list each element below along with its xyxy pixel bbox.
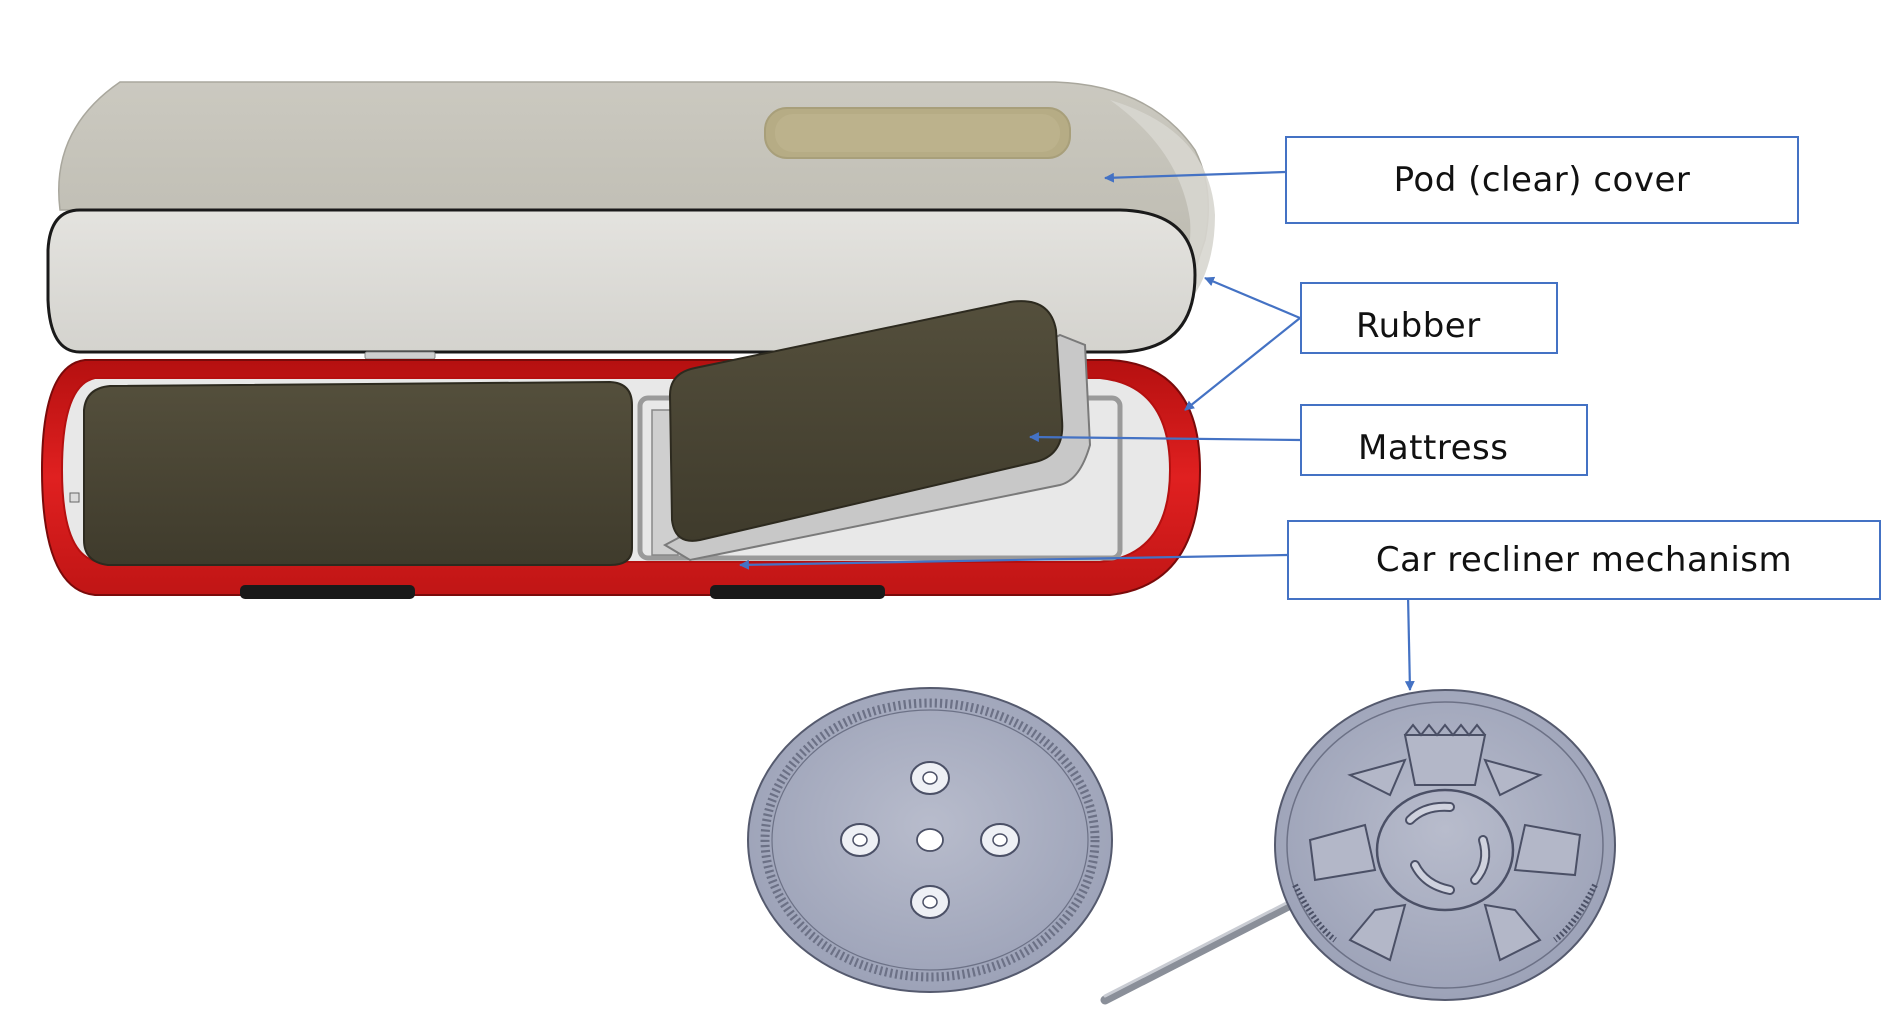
- callout-recliner: Car recliner mechanism: [1287, 520, 1881, 600]
- label-recliner: Car recliner mechanism: [1376, 540, 1792, 580]
- callout-rubber: Rubber: [1300, 282, 1558, 354]
- arrow-recliner-detail: [1408, 595, 1410, 690]
- callout-pod-cover: Pod (clear) cover: [1285, 136, 1799, 224]
- label-pod-cover: Pod (clear) cover: [1394, 160, 1691, 200]
- callout-mattress: Mattress: [1300, 404, 1588, 476]
- arrow-rubber-base: [1185, 318, 1300, 410]
- label-rubber: Rubber: [1356, 306, 1481, 346]
- arrow-rubber-cover: [1205, 278, 1300, 318]
- gear-disc-icon: [748, 688, 1112, 992]
- label-mattress: Mattress: [1358, 428, 1508, 468]
- recliner-disc-icon: [1105, 690, 1615, 1000]
